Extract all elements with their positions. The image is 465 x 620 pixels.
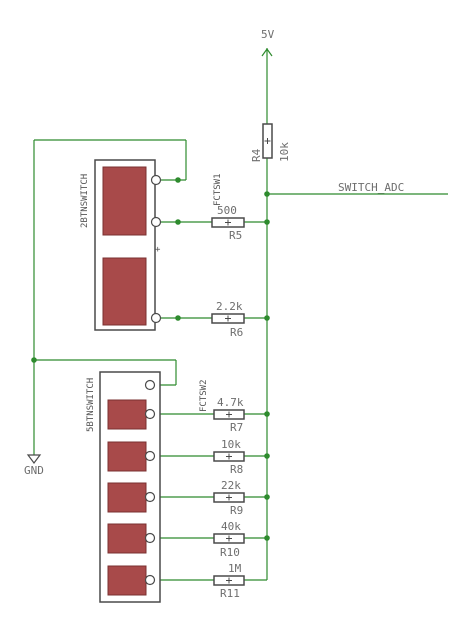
resistor-r7-ref: R7: [230, 421, 243, 434]
resistor-r9: 22k R9: [213, 479, 245, 517]
resistor-r10-ref: R10: [220, 546, 240, 559]
junction-dot: [264, 411, 270, 417]
resistor-r9-value: 22k: [221, 479, 241, 492]
resistor-r5-ref: R5: [229, 229, 242, 242]
switch-2btn: + 2BTNSWITCH FCTSW1: [80, 159, 223, 331]
resistor-r5-value: 500: [217, 204, 237, 217]
switch-5btn-pin: [144, 450, 156, 462]
switch-2btn-plus-mark: +: [155, 245, 161, 255]
ground-triangle-icon: [26, 454, 42, 464]
supply-arrow-icon: [261, 47, 273, 57]
switch-5btn-pin: [144, 379, 156, 391]
switch-2btn-pad: [102, 166, 147, 236]
wires: [33, 60, 448, 581]
switch-2btn-ref: FCTSW1: [213, 173, 223, 206]
junctions: [31, 177, 270, 541]
switch-5btn-pin: [144, 532, 156, 544]
switch-2btn-pad: [102, 257, 147, 326]
switch-5btn-name: 5BTNSWITCH: [86, 378, 96, 432]
resistor-r8-ref: R8: [230, 463, 243, 476]
resistor-r5: 500 R5: [211, 204, 245, 242]
switch-5btn-ref: FCTSW2: [199, 379, 209, 412]
resistor-r6-ref: R6: [230, 326, 243, 339]
resistor-r4-value: 10k: [278, 142, 291, 162]
switch-5btn-pad: [107, 565, 147, 596]
resistor-r8-value: 10k: [221, 438, 241, 451]
switch-2btn-name: 2BTNSWITCH: [80, 174, 90, 228]
junction-dot: [264, 191, 270, 197]
switch-5btn-pad: [107, 441, 147, 472]
junction-dot: [175, 177, 181, 183]
ground-label: GND: [24, 464, 44, 477]
resistor-r11-ref: R11: [220, 587, 240, 600]
switch-5btn: 5BTNSWITCH FCTSW2: [86, 371, 209, 603]
resistor-r7-value: 4.7k: [217, 396, 244, 409]
junction-dot: [175, 219, 181, 225]
switch-5btn-pad: [107, 399, 147, 430]
switch-5btn-pin: [144, 491, 156, 503]
junction-dot: [264, 219, 270, 225]
switch-2btn-pin: [150, 216, 162, 228]
junction-dot: [175, 315, 181, 321]
resistor-r11-value: 1M: [228, 562, 242, 575]
resistor-r4: R4 10k: [250, 123, 291, 162]
resistor-r8: 10k R8: [213, 438, 245, 476]
switch-2btn-pin: [150, 312, 162, 324]
junction-dot: [31, 357, 37, 363]
supply-label: 5V: [261, 28, 275, 41]
junction-dot: [264, 535, 270, 541]
resistor-r9-ref: R9: [230, 504, 243, 517]
ground-symbol: GND: [24, 454, 44, 477]
switch-2btn-pin: [150, 174, 162, 186]
switch-5btn-pad: [107, 523, 147, 554]
junction-dot: [264, 453, 270, 459]
resistor-r6: 2.2k R6: [211, 300, 245, 339]
supply-5v-symbol: 5V: [261, 28, 275, 60]
junction-dot: [264, 494, 270, 500]
switch-5btn-pin: [144, 574, 156, 586]
resistor-r6-value: 2.2k: [216, 300, 243, 313]
resistor-r10-value: 40k: [221, 520, 241, 533]
resistor-r4-ref: R4: [250, 148, 263, 162]
resistor-r7: 4.7k R7: [213, 396, 245, 434]
junction-dot: [264, 315, 270, 321]
switch-5btn-pad: [107, 482, 147, 513]
net-label-switch-adc: SWITCH_ADC: [338, 181, 404, 194]
resistor-r11: 1M R11: [213, 562, 245, 600]
resistor-r10: 40k R10: [213, 520, 245, 559]
switch-5btn-pin: [144, 408, 156, 420]
